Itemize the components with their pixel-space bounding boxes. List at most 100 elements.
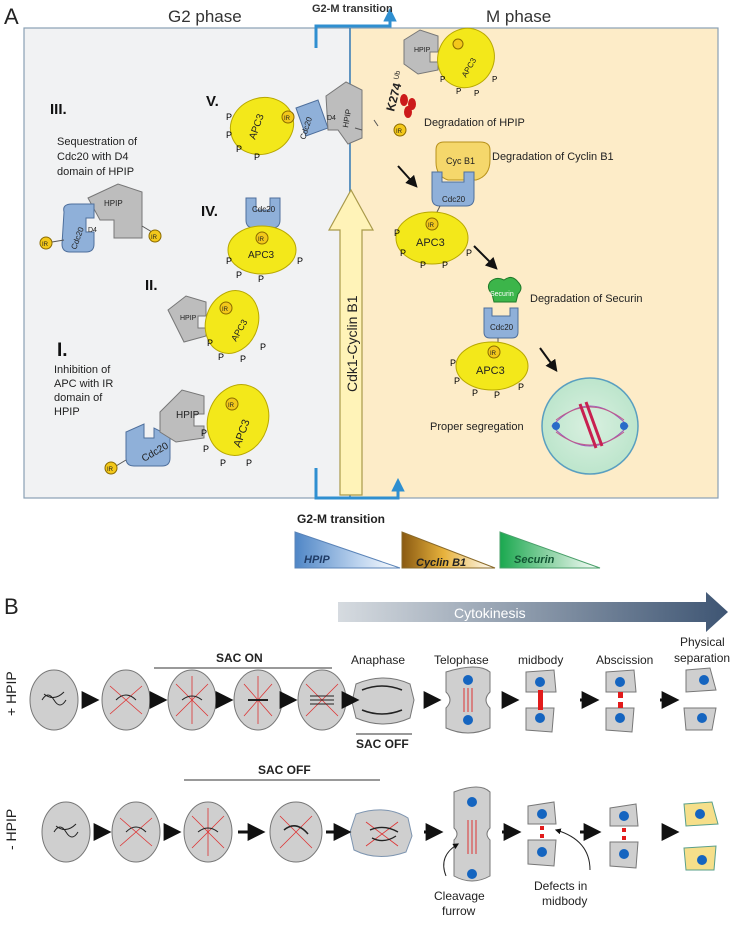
stage-abscission: Abscission (596, 653, 653, 667)
svg-text:APC3: APC3 (248, 250, 275, 261)
svg-text:IR: IR (284, 116, 291, 122)
svg-text:P: P (472, 388, 478, 398)
stage-physical: Physical (680, 635, 725, 649)
cyclinb1-gradient: Cyclin B1 (401, 531, 496, 569)
step-ii-label: II. (145, 277, 158, 294)
minus-hpip-row (41, 786, 719, 882)
securin-gradient: Securin (499, 531, 601, 569)
complex-v: APC3 IR P P P P Cdc20 HPIP D4 (226, 81, 363, 162)
ir-icon (487, 345, 501, 359)
stage-anaphase: Anaphase (351, 653, 405, 667)
svg-text:P: P (226, 256, 232, 266)
step-iii-label: III. (50, 101, 67, 118)
svg-text:P: P (226, 130, 232, 140)
flow-arrow (473, 245, 498, 270)
securin-complex: Securin Degradation of Securin Cdc20 IR … (450, 276, 643, 400)
complex-ii: HPIP IR APC3 P P P P (167, 290, 266, 364)
plus-hpip-row (29, 666, 717, 734)
hpip-gradient-label: HPIP (304, 554, 330, 566)
svg-text:P: P (260, 342, 266, 352)
svg-text:HPIP: HPIP (341, 108, 353, 128)
segregating-cell (541, 377, 639, 475)
ir-icon (425, 217, 439, 231)
svg-text:HPIP: HPIP (414, 47, 431, 54)
inhibition-text: Inhibition of APC with IR domain of HPIP (54, 364, 113, 418)
complex-i: Cdc20 IR HPIP IR APC3 P P P P (104, 384, 270, 475)
svg-text:HPIP: HPIP (176, 410, 200, 421)
svg-text:P: P (474, 89, 479, 98)
flow-arrow (539, 347, 558, 372)
defects-label-2: midbody (542, 894, 587, 908)
stage-separation: separation (674, 651, 730, 665)
svg-text:IR: IR (258, 237, 265, 243)
svg-text:P: P (456, 87, 461, 96)
g2-phase-title: G2 phase (168, 7, 242, 26)
ir-icon (39, 236, 53, 250)
svg-text:D4: D4 (327, 115, 336, 122)
defects-pointer (554, 828, 591, 871)
svg-text:HPIP: HPIP (180, 315, 197, 322)
svg-text:P: P (297, 256, 303, 266)
svg-text:P: P (440, 75, 445, 84)
svg-text:P: P (258, 274, 264, 284)
svg-text:APC3: APC3 (416, 237, 445, 249)
svg-text:Inhibition of: Inhibition of (54, 364, 111, 376)
svg-text:APC3: APC3 (476, 365, 505, 377)
panel-a-label: A (4, 4, 19, 29)
cyclinb1-gradient-label: Cyclin B1 (416, 557, 466, 569)
complex-iv: Cdc20 IR APC3 P P P P (226, 197, 303, 284)
cell-anaphase (351, 677, 415, 725)
svg-text:P: P (420, 260, 426, 270)
ir-icon (452, 38, 464, 50)
svg-text:P: P (450, 358, 456, 368)
svg-text:P: P (226, 112, 232, 122)
degradation-cyclin-label: Degradation of Cyclin B1 (492, 151, 614, 163)
svg-text:IR: IR (222, 307, 229, 313)
ir-icon (393, 123, 407, 137)
ir-icon (255, 231, 269, 245)
svg-text:IR: IR (228, 403, 235, 409)
securin-gradient-label: Securin (514, 554, 555, 566)
ir-icon (281, 110, 295, 124)
svg-text:P: P (220, 458, 226, 468)
svg-text:P: P (442, 260, 448, 270)
svg-text:IR: IR (396, 129, 403, 135)
minus-hpip-label: - HPIP (3, 809, 19, 850)
cytokinesis-label: Cytokinesis (454, 605, 526, 621)
svg-text:P: P (518, 382, 524, 392)
svg-text:IR: IR (107, 467, 114, 473)
g2m-transition-label-top: G2-M transition (312, 3, 393, 15)
cdk1-cyclinb1-label: Cdk1-Cyclin B1 (344, 295, 360, 392)
g2m-transition-arrow-top (314, 7, 397, 48)
sac-on-label: SAC ON (216, 651, 263, 665)
proper-segregation-label: Proper segregation (430, 421, 524, 433)
defects-label-1: Defects in (534, 879, 587, 893)
step-v-label: V. (206, 93, 219, 110)
svg-text:IR: IR (490, 351, 497, 357)
hpip-degradation: HPIP APC3 P P P P K274 Ub IR Degradation… (373, 27, 525, 137)
cytokinesis-arrow: Cytokinesis (338, 592, 728, 632)
g2m-transition-label-bottom: G2-M transition (297, 512, 385, 526)
sac-off-label-bottom: SAC OFF (258, 763, 311, 777)
svg-text:Cyc B1: Cyc B1 (446, 156, 475, 166)
degradation-securin-label: Degradation of Securin (530, 293, 643, 305)
svg-text:P: P (254, 152, 260, 162)
svg-text:P: P (207, 338, 213, 348)
cyclinb1-complex: Cyc B1 Degradation of Cyclin B1 Cdc20 IR… (394, 141, 614, 270)
ir-icon (148, 229, 162, 243)
degradation-hpip-label: Degradation of HPIP (424, 117, 525, 129)
plus-hpip-label: + HPIP (3, 671, 19, 716)
svg-text:Cdc20: Cdc20 (442, 195, 466, 204)
flow-arrow (397, 165, 418, 188)
complex-iii: HPIP Cdc20 D4 IR IR (39, 183, 162, 253)
svg-text:Cdc20 with D4: Cdc20 with D4 (57, 151, 129, 163)
svg-text:P: P (494, 390, 500, 400)
svg-text:IR: IR (42, 242, 49, 248)
step-iv-label: IV. (201, 203, 218, 220)
g2m-transition-arrow-bottom (314, 468, 405, 500)
svg-text:P: P (218, 352, 224, 362)
stage-midbody: midbody (518, 653, 563, 667)
svg-text:P: P (466, 248, 472, 258)
cleavage-label-2: furrow (442, 904, 476, 918)
